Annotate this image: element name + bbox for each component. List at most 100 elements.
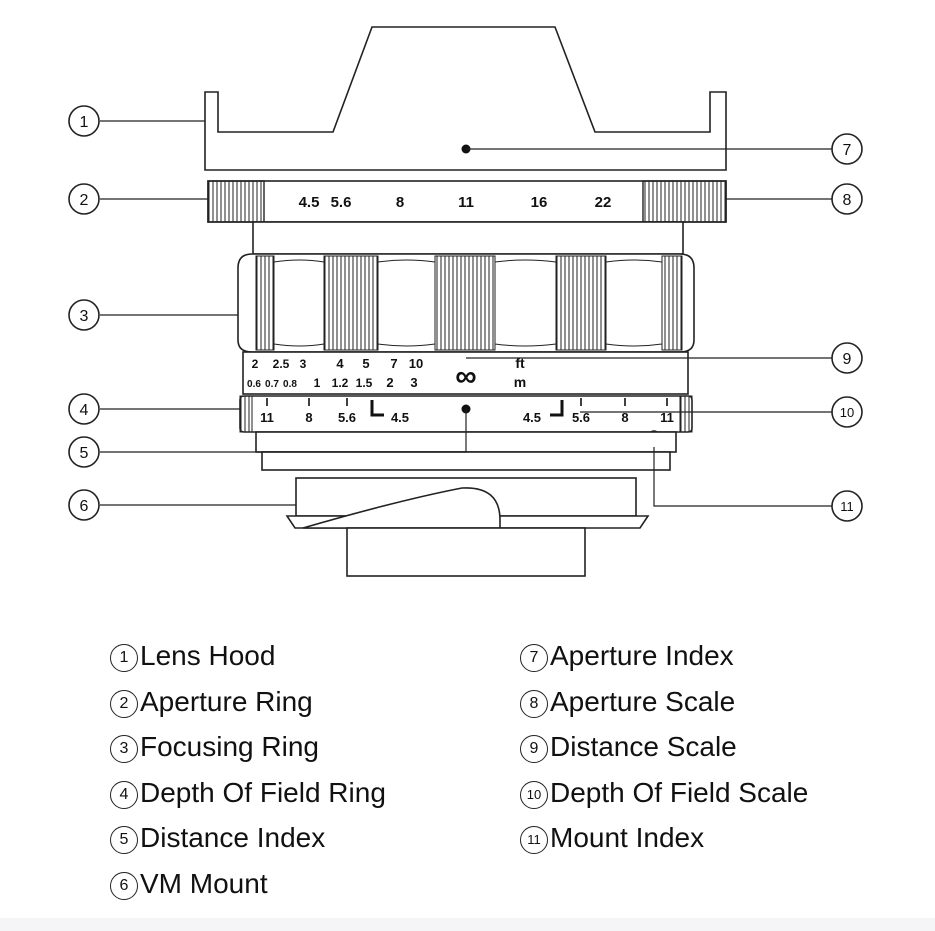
distance-ft-value: 5 xyxy=(362,356,369,371)
distance-m-value: 3 xyxy=(410,375,417,390)
callout-4: 4 xyxy=(68,393,100,425)
svg-text:2: 2 xyxy=(80,192,89,209)
svg-text:11: 11 xyxy=(840,499,854,514)
aperture-value: 16 xyxy=(531,194,548,211)
svg-text:7: 7 xyxy=(843,142,852,159)
legend-label: Distance Scale xyxy=(550,731,737,762)
lens-barrel xyxy=(252,221,684,255)
distance-ft-value: 4 xyxy=(336,356,344,371)
callout-markers: 1 2 3 4 5 6 7 8 xyxy=(68,105,863,522)
svg-text:10: 10 xyxy=(840,405,854,420)
dof-value: 4.5 xyxy=(523,410,541,425)
lens-diagram: 4.5 5.6 8 11 16 22 2 2.5 3 4 5 7 10 0.6 … xyxy=(68,26,863,577)
aperture-value: 5.6 xyxy=(331,194,352,211)
distance-ft-value: 2.5 xyxy=(273,357,290,371)
callout-3: 3 xyxy=(68,299,100,331)
callout-8: 8 xyxy=(831,183,863,215)
legend-number: 2 xyxy=(110,689,138,718)
distance-scale-band xyxy=(242,351,689,395)
distance-m-value: 1.5 xyxy=(356,376,373,390)
legend-label: Aperture Scale xyxy=(550,685,736,717)
callout-11: 11 xyxy=(831,490,863,522)
legend-number: 10 xyxy=(520,780,548,809)
footer-strip xyxy=(0,918,935,931)
distance-m-value: 2 xyxy=(386,375,393,390)
callout-6: 6 xyxy=(68,489,100,521)
ft-unit-label: ft xyxy=(515,355,525,371)
svg-text:4: 4 xyxy=(80,402,89,419)
dof-value: 11 xyxy=(260,410,274,425)
svg-text:3: 3 xyxy=(80,308,89,325)
legend-label: Lens Hood xyxy=(140,640,276,671)
distance-m-value: 1.2 xyxy=(332,376,349,390)
legend-label: Depth Of Field Ring xyxy=(140,776,386,808)
dof-value: 5.6 xyxy=(338,410,356,425)
distance-ft-value: 7 xyxy=(390,356,397,371)
aperture-value: 11 xyxy=(458,194,474,211)
svg-text:1: 1 xyxy=(80,114,89,131)
legend-label: Distance Index xyxy=(140,822,326,853)
lower-barrel xyxy=(255,431,677,471)
legend-label: Focusing Ring xyxy=(140,731,319,762)
svg-text:5: 5 xyxy=(80,445,89,462)
dof-scale: 11 8 5.6 4.5 4.5 5.6 8 11 xyxy=(260,398,674,425)
callout-1: 1 xyxy=(68,105,100,137)
legend-label: VM Mount xyxy=(140,867,268,899)
callout-lines xyxy=(100,120,832,507)
legend-number: 3 xyxy=(110,735,138,763)
callout-2: 2 xyxy=(68,183,100,215)
legend-number: 1 xyxy=(110,644,138,672)
aperture-value: 8 xyxy=(396,194,404,211)
legend-number: 4 xyxy=(110,780,138,809)
dof-value: 4.5 xyxy=(391,410,409,425)
vm-mount xyxy=(285,477,650,577)
distance-ft-value: 10 xyxy=(409,356,423,371)
lens-hood xyxy=(204,26,727,171)
dof-value: 8 xyxy=(621,410,628,425)
callout-5: 5 xyxy=(68,436,100,468)
svg-text:6: 6 xyxy=(80,498,89,515)
svg-text:8: 8 xyxy=(843,192,852,209)
dof-value: 5.6 xyxy=(572,410,590,425)
dof-value: 8 xyxy=(305,410,312,425)
legend-number: 9 xyxy=(520,735,548,763)
legend-label: Aperture Ring xyxy=(140,685,313,717)
distance-m-value: 0.8 xyxy=(283,379,297,390)
focusing-ring xyxy=(237,253,695,353)
callout-7: 7 xyxy=(831,133,863,165)
legend-number: 11 xyxy=(520,826,548,854)
infinity-mark: ∞ xyxy=(455,360,476,393)
legend-label: Depth Of Field Scale xyxy=(550,776,809,808)
aperture-ring xyxy=(207,180,727,223)
aperture-scale: 4.5 5.6 8 11 16 22 xyxy=(299,194,612,211)
distance-scale: 2 2.5 3 4 5 7 10 0.6 0.7 0.8 1 1.2 1.5 2… xyxy=(247,355,526,393)
distance-m-value: 0.6 xyxy=(247,379,261,390)
legend-label: Aperture Index xyxy=(550,640,734,671)
legend-number: 8 xyxy=(520,689,548,718)
callout-10: 10 xyxy=(831,396,863,428)
callout-9: 9 xyxy=(831,342,863,374)
legend-number: 7 xyxy=(520,644,548,672)
legend-label: Mount Index xyxy=(550,822,705,853)
legend-number: 5 xyxy=(110,826,138,854)
svg-text:9: 9 xyxy=(843,351,852,368)
distance-m-value: 0.7 xyxy=(265,379,279,390)
distance-m-value: 1 xyxy=(314,376,321,390)
distance-ft-value: 3 xyxy=(300,357,307,371)
legend-number: 6 xyxy=(110,871,138,900)
aperture-value: 22 xyxy=(595,194,612,211)
aperture-value: 4.5 xyxy=(299,194,320,211)
